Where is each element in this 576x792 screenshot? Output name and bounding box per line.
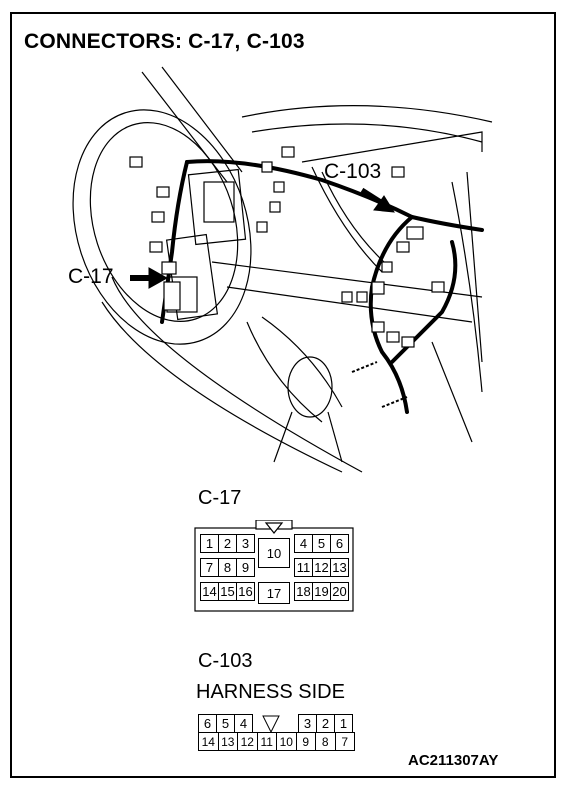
c103-pin-4: 4: [234, 714, 253, 733]
c17-callout-label: C-17: [68, 265, 114, 288]
c17-pin-11: 11: [294, 558, 313, 577]
figure-code: AC211307AY: [408, 752, 499, 769]
c103-pin-10: 10: [276, 732, 297, 751]
c103-pin-6: 6: [198, 714, 217, 733]
c17-pin-3: 3: [236, 534, 255, 553]
c103-key-notch: [262, 715, 280, 734]
dashboard-harness-illustration: [72, 66, 493, 473]
c103-pin-1: 1: [334, 714, 353, 733]
c17-pin-20: 20: [330, 582, 349, 601]
c103-pin-14: 14: [198, 732, 219, 751]
steering-wheel: [72, 109, 252, 345]
c17-pin-10: 10: [258, 538, 290, 568]
page-title: CONNECTORS: C-17, C-103: [24, 30, 305, 53]
c17-arrow: [130, 267, 169, 289]
c17-connector-title: C-17: [198, 487, 242, 509]
c103-connector-title: C-103: [198, 650, 253, 672]
c17-pin-16: 16: [236, 582, 255, 601]
c103-harness-side-label: HARNESS SIDE: [196, 681, 345, 703]
c103-pin-9: 9: [295, 732, 316, 751]
c17-pin-14: 14: [200, 582, 219, 601]
c17-pin-17: 17: [258, 582, 290, 604]
c103-pin-13: 13: [217, 732, 238, 751]
c103-pin-2: 2: [316, 714, 335, 733]
c17-pin-7: 7: [200, 558, 219, 577]
c17-pin-5: 5: [312, 534, 331, 553]
c103-pin-12: 12: [237, 732, 258, 751]
c17-pin-19: 19: [312, 582, 331, 601]
c17-pin-1: 1: [200, 534, 219, 553]
c17-pin-12: 12: [312, 558, 331, 577]
c103-arrow: [360, 187, 395, 213]
c17-pin-4: 4: [294, 534, 313, 553]
c103-pin-7: 7: [334, 732, 355, 751]
c103-pin-5: 5: [216, 714, 235, 733]
c103-pin-11: 11: [256, 732, 277, 751]
c17-connector-outline: [194, 520, 354, 612]
c17-pin-13: 13: [330, 558, 349, 577]
c17-pin-2: 2: [218, 534, 237, 553]
c17-pin-18: 18: [294, 582, 313, 601]
c17-pin-8: 8: [218, 558, 237, 577]
c103-callout-label: C-103: [324, 160, 382, 183]
c17-pin-9: 9: [236, 558, 255, 577]
gear-shift-knob: [287, 356, 333, 418]
diagram-frame: [10, 12, 556, 778]
c103-pin-8: 8: [315, 732, 336, 751]
c17-pin-6: 6: [330, 534, 349, 553]
c103-pin-3: 3: [298, 714, 317, 733]
c17-pin-15: 15: [218, 582, 237, 601]
